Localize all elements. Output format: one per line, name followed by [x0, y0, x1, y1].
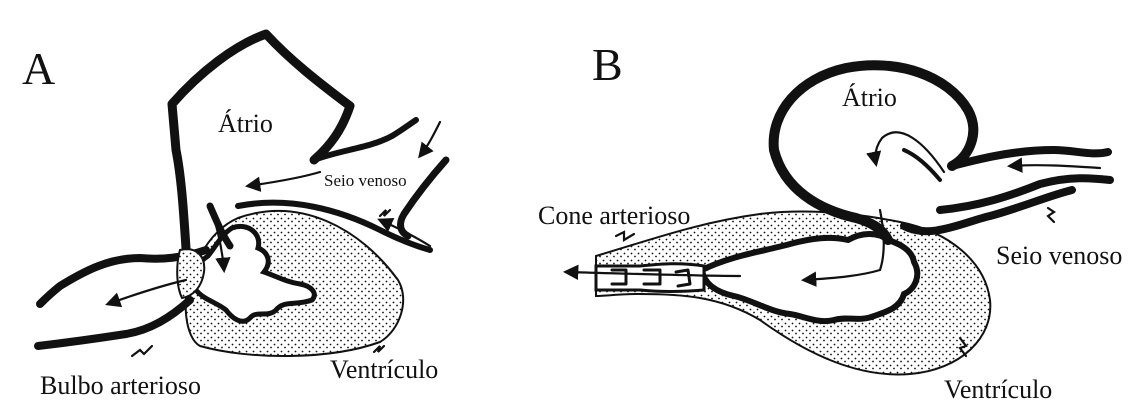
panel-b-label-ventriculo: Ventrículo	[944, 375, 1052, 404]
panel-b-label-cone-arterioso: Cone arterioso	[538, 201, 690, 230]
panel-a-leader-ventriculo	[374, 346, 384, 352]
panel-a-bulbus-lower	[38, 300, 190, 346]
panel-b-leader-cone	[616, 232, 634, 240]
panel-a-label-bulbo-arterioso: Bulbo arterioso	[40, 371, 201, 400]
panel-a-leader-seio	[380, 210, 390, 216]
panel-b-label-atrio: Átrio	[842, 83, 897, 112]
panel-a-flow-arrow-sinus	[248, 172, 320, 186]
panel-b-letter: B	[592, 39, 623, 90]
panel-a-label-ventriculo: Ventrículo	[330, 355, 438, 384]
panel-b-sinus-body	[904, 190, 1072, 231]
panel-b: B Átrio Cone arterioso Seio venoso Ventr…	[538, 39, 1122, 404]
panel-a-sinus-right-wall	[401, 160, 446, 236]
panel-a-flow-arrow-out	[108, 280, 186, 304]
panel-a-leader-bulbo	[132, 346, 152, 356]
panel-b-label-seio-venoso: Seio venoso	[996, 241, 1122, 270]
panel-a: A Átrio Seio venoso Bulbo arterioso Vent…	[22, 34, 446, 400]
panel-a-label-atrio: Átrio	[218, 109, 273, 138]
panel-a-flow-arrow-inflow-1	[420, 122, 440, 156]
panel-b-flow-arrow-inflow	[1010, 165, 1100, 168]
panel-a-label-seio-venoso: Seio venoso	[324, 171, 407, 190]
panel-b-leader-seio	[1048, 208, 1054, 222]
panel-a-letter: A	[22, 43, 55, 94]
panel-b-sinus-upper	[952, 150, 1108, 166]
panel-b-atrium-inner-wall	[904, 150, 940, 180]
